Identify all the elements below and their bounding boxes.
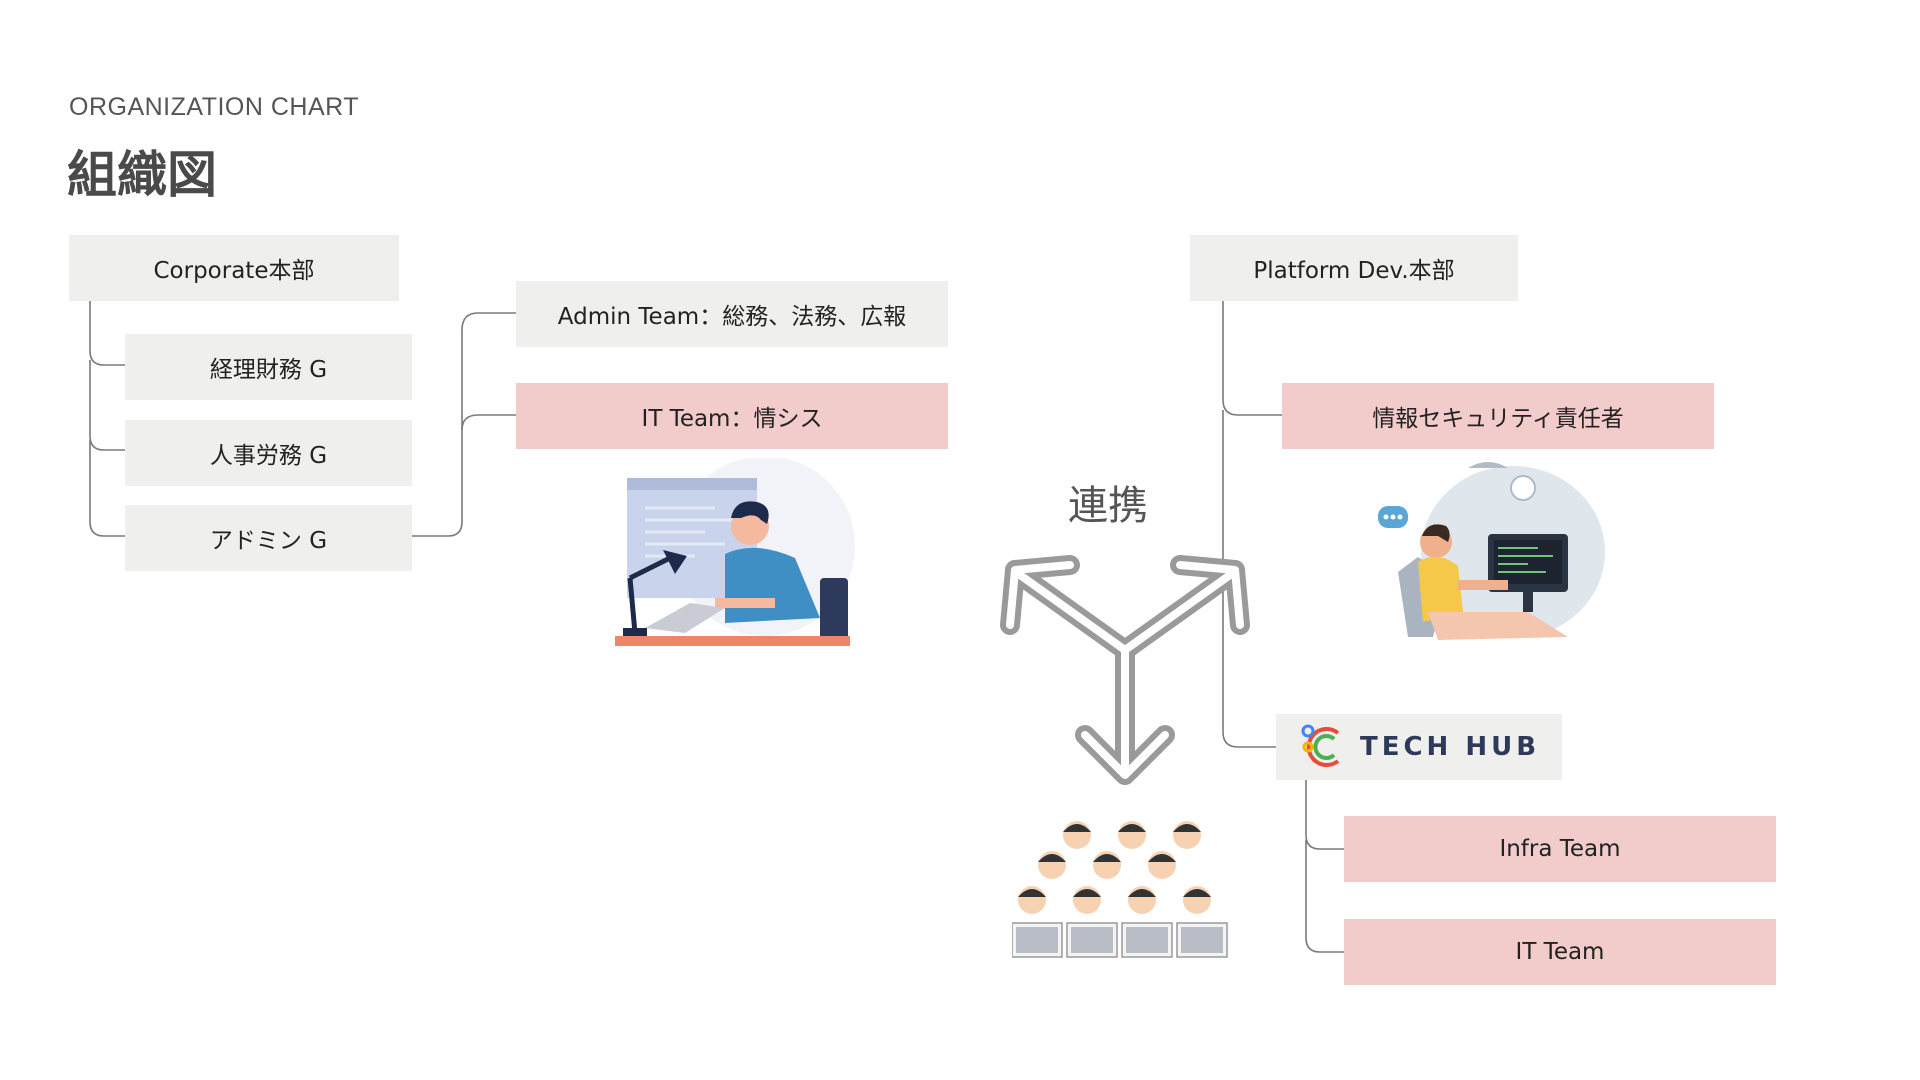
developer-illustration [1378, 462, 1605, 640]
it-team-platform: IT Team [1344, 919, 1776, 985]
platform-root: Platform Dev.本部 [1190, 235, 1518, 301]
infra-team: Infra Team [1344, 816, 1776, 882]
group-admin: アドミン G [125, 505, 412, 571]
tech-hub-logo: TECH HUB [1276, 714, 1562, 780]
it-team-corporate: IT Team：情シス [516, 383, 948, 449]
three-way-arrow-icon [1000, 555, 1250, 785]
admin-team: Admin Team：総務、法務、広報 [516, 281, 948, 347]
chart-subtitle: ORGANIZATION CHART [69, 93, 360, 121]
group-accounting: 経理財務 G [125, 334, 412, 400]
corporate-root: Corporate本部 [69, 235, 399, 301]
tech-hub-label: TECH HUB [1359, 732, 1541, 762]
desk-worker-illustration [615, 458, 855, 646]
tech-hub-icon [1301, 724, 1340, 767]
engineers-crowd-illustration [1012, 821, 1228, 958]
group-hr: 人事労務 G [125, 420, 412, 486]
collaboration-label: 連携 [1068, 483, 1148, 529]
security-officer: 情報セキュリティ責任者 [1282, 383, 1714, 449]
page-title: 組織図 [67, 146, 217, 204]
